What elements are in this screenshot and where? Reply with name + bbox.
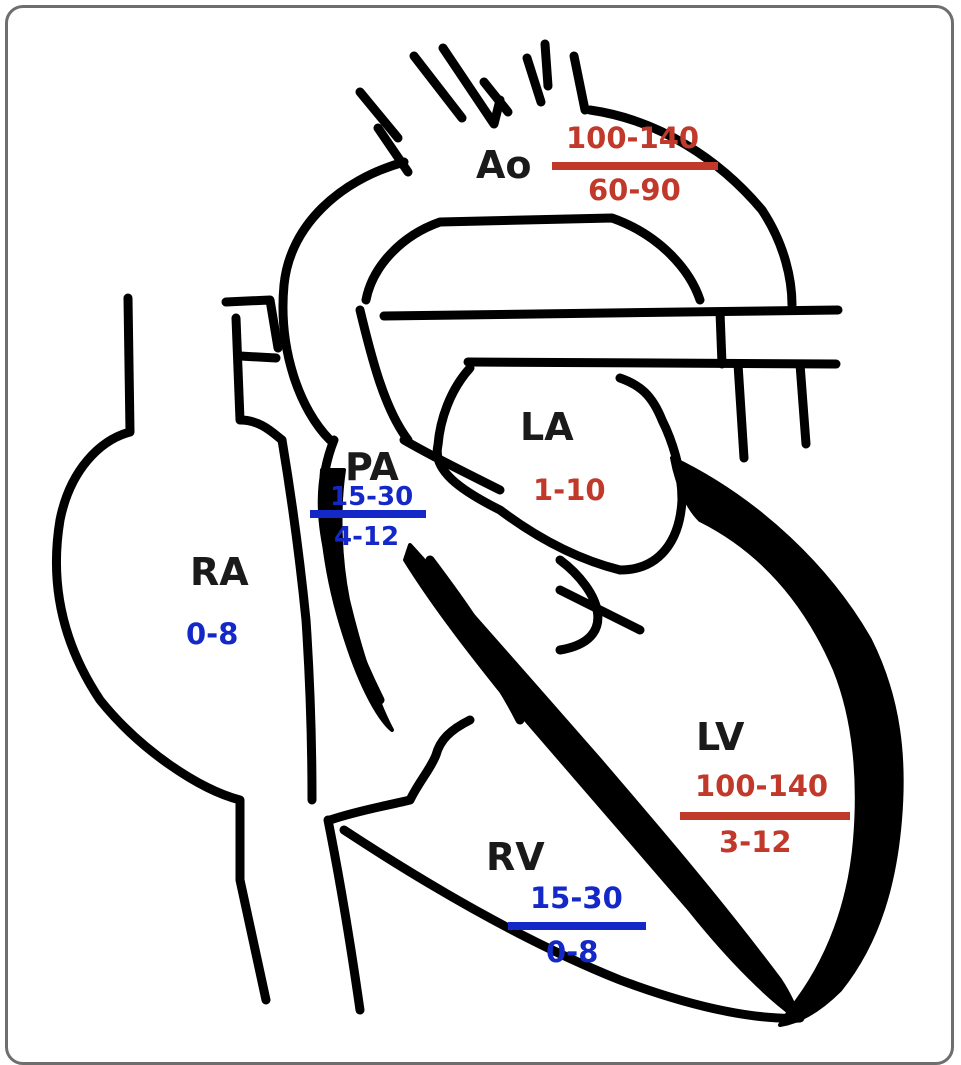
aorta-inner-curve xyxy=(366,218,700,300)
pulm-vein-2 xyxy=(800,364,806,444)
ra-label: RA xyxy=(190,553,249,591)
rv-lower-outline xyxy=(328,820,360,1010)
aortic-branch-8 xyxy=(574,56,585,110)
pulmonary-band-lower xyxy=(468,362,836,364)
lv-diastolic-value: 3-12 xyxy=(719,828,792,857)
valve-flap xyxy=(560,560,598,650)
pa-systolic-value: 15-30 xyxy=(330,484,413,510)
pa-diastolic-value: 4-12 xyxy=(334,524,399,550)
ra-right-wall xyxy=(282,440,312,800)
pulmonary-band-upper xyxy=(384,310,838,316)
rv-label: RV xyxy=(486,838,545,876)
lv-systolic-value: 100-140 xyxy=(695,772,828,801)
septum-jag xyxy=(330,720,470,820)
svc-cap-right xyxy=(240,356,276,358)
lv-label: LV xyxy=(696,718,744,756)
la-pressure-value: 1-10 xyxy=(533,476,606,505)
aortic-branch-6 xyxy=(527,58,541,102)
pulm-vein-3 xyxy=(720,312,722,364)
rv-diastolic-value: 0-8 xyxy=(546,938,598,967)
aortic-branch-7 xyxy=(545,44,548,86)
ao-diastolic-value: 60-90 xyxy=(588,176,681,205)
ao-label: Ao xyxy=(476,146,532,184)
rv-systolic-value: 15-30 xyxy=(530,884,623,913)
aorta-left-wall xyxy=(360,310,408,440)
pulm-vein-1 xyxy=(738,364,744,458)
pa-label: PA xyxy=(345,448,399,486)
ra-pressure-value: 0-8 xyxy=(186,620,238,649)
ao-systolic-value: 100-140 xyxy=(566,124,699,153)
left-atrium-outline xyxy=(437,368,682,570)
la-label: LA xyxy=(520,408,574,446)
